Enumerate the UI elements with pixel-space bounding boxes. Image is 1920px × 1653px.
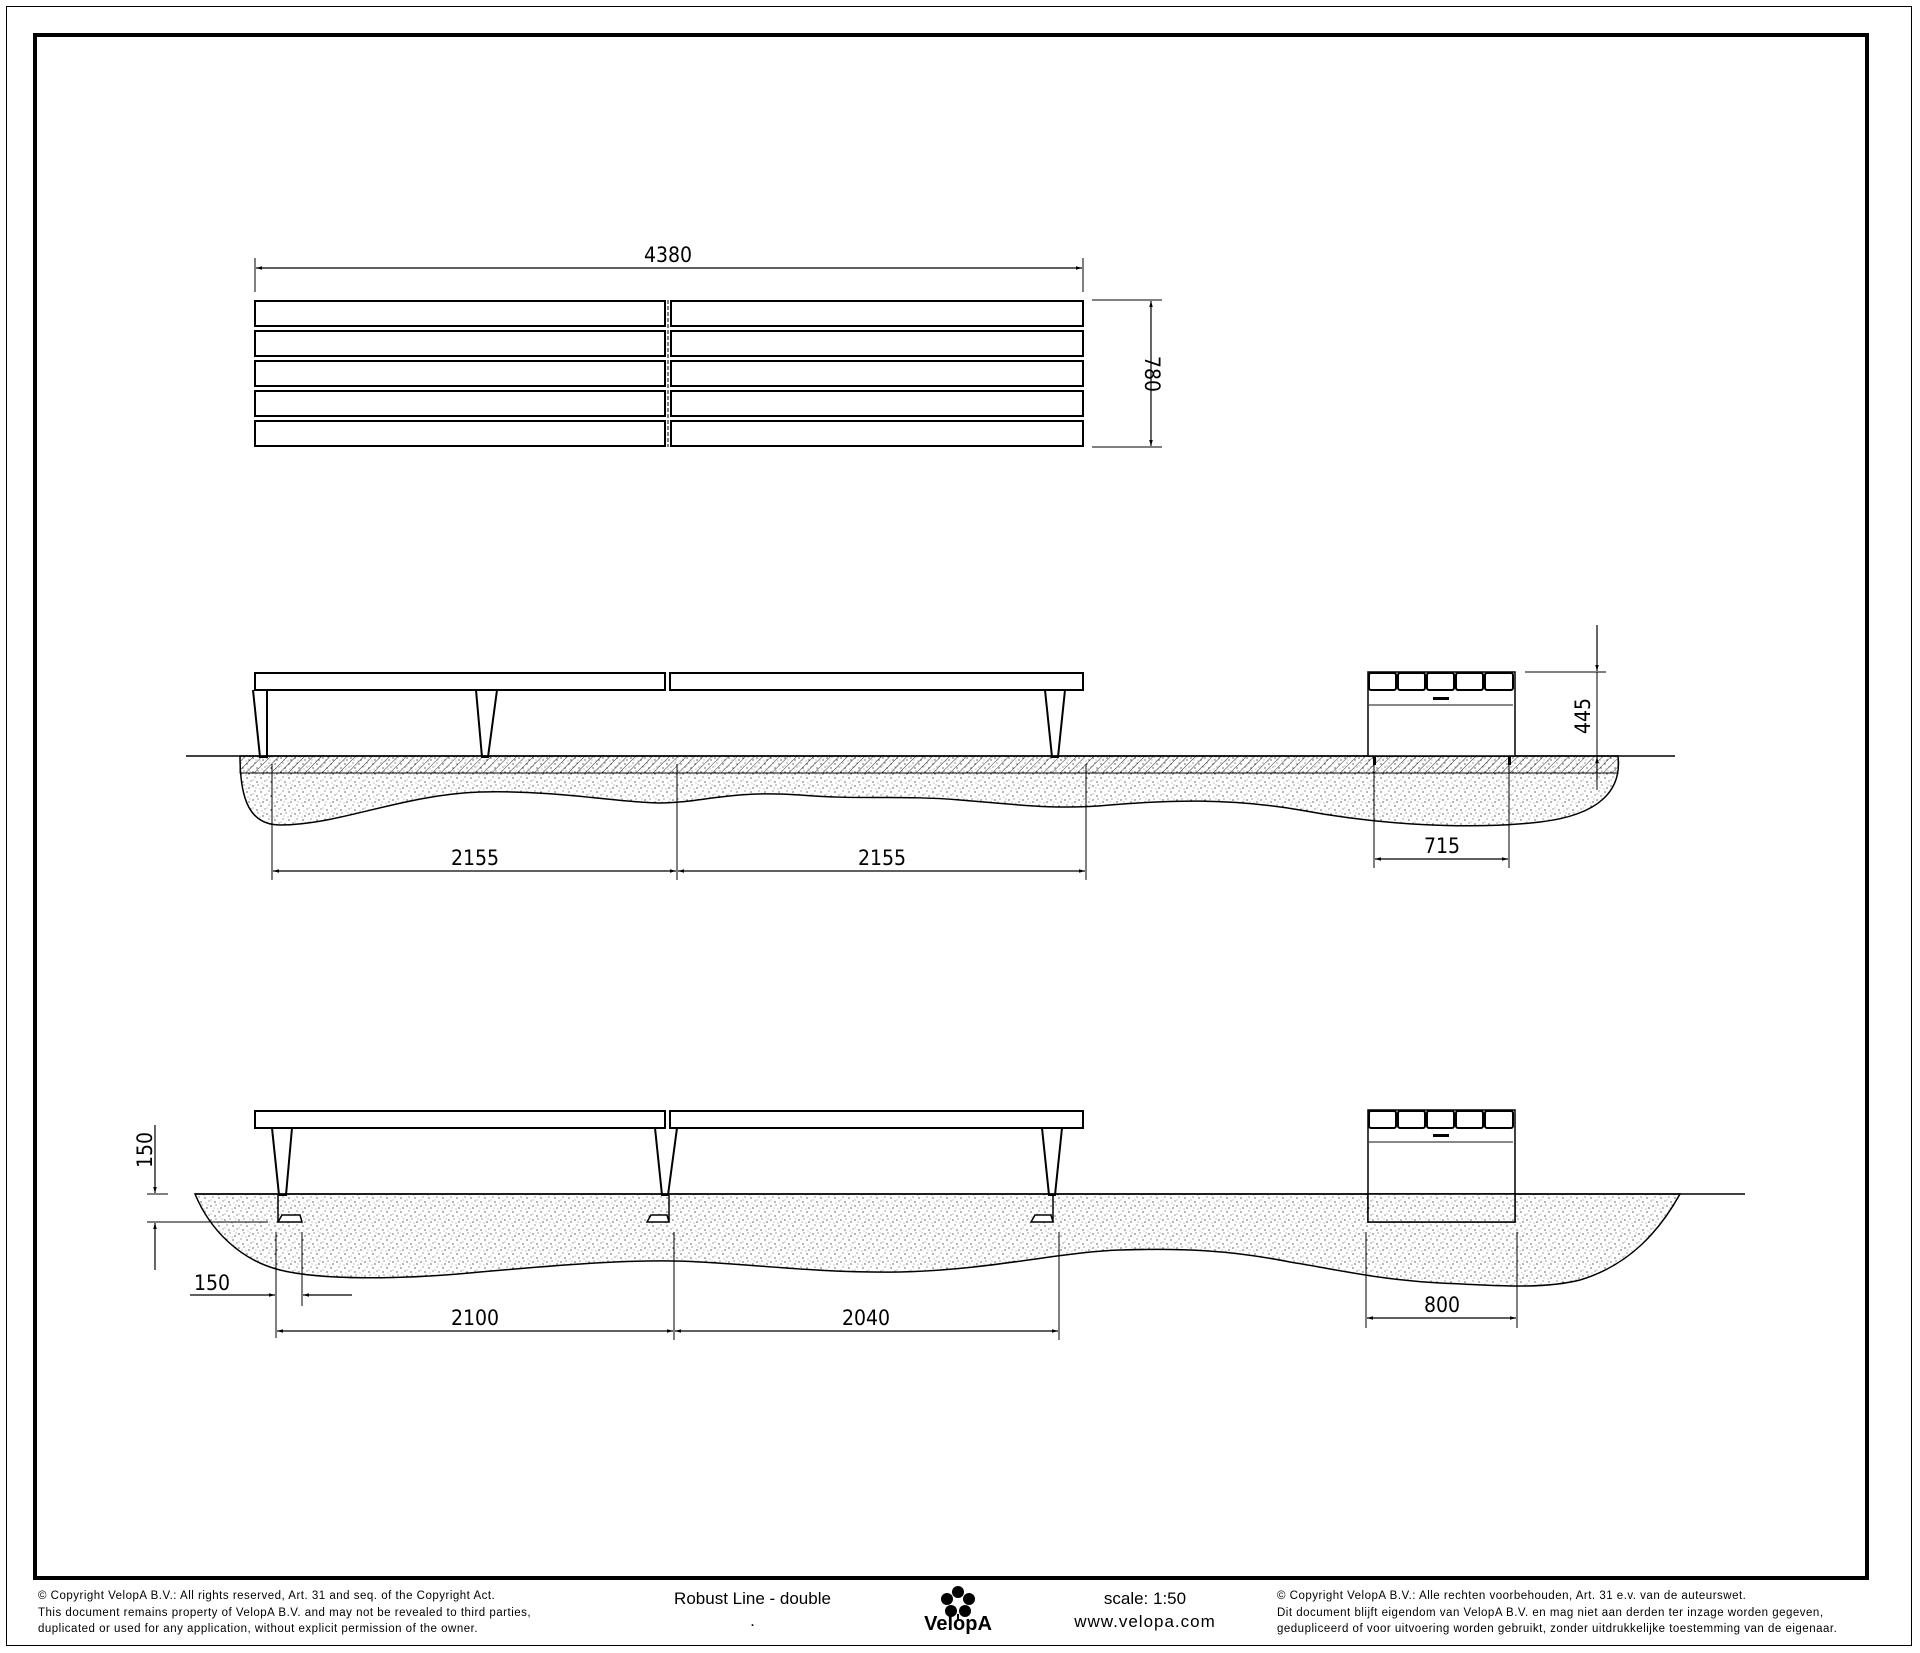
velopa-logo-text: VelopA — [924, 1613, 992, 1635]
copyright-dutch: © Copyright VelopA B.V.: Alle rechten vo… — [1277, 1588, 1837, 1638]
website-link[interactable]: www.velopa.com — [1074, 1612, 1216, 1631]
dim-span-left-embedded: 2100 — [451, 1306, 499, 1330]
dim-seat-height: 445 — [1571, 698, 1595, 734]
copyright-en-line-2: This document remains property of VelopA… — [38, 1606, 532, 1619]
dim-span-left-surface: 2155 — [451, 846, 499, 870]
side-view-embedded — [147, 1109, 1745, 1340]
copyright-en-line-3: duplicated or used for any application, … — [38, 1623, 479, 1635]
dim-end-width-surface: 715 — [1424, 834, 1460, 858]
dim-anchor-depth: 150 — [133, 1132, 157, 1168]
top-view — [254, 258, 1162, 448]
velopa-logo-icon — [941, 1586, 975, 1620]
copyright-en-line-1: © Copyright VelopA B.V.: All rights rese… — [38, 1590, 496, 1602]
side-view-surface — [186, 625, 1675, 880]
copyright-nl-line-2: Dit document blijft eigendom van VelopA … — [1277, 1606, 1824, 1619]
end-view-surface — [1367, 671, 1516, 757]
dim-anchor-offset: 150 — [194, 1271, 230, 1295]
drawing-frame — [33, 33, 1869, 1580]
sheet-border — [6, 6, 1912, 1646]
scale-block: scale: 1:50 www.velopa.com — [1040, 1589, 1250, 1632]
end-view-embedded — [1367, 1109, 1516, 1223]
dim-span-right-embedded: 2040 — [842, 1306, 890, 1330]
dim-span-right-surface: 2155 — [858, 846, 906, 870]
dim-end-width-embedded: 800 — [1424, 1293, 1460, 1317]
copyright-nl-line-1: © Copyright VelopA B.V.: Alle rechten vo… — [1277, 1590, 1747, 1602]
copyright-english: © Copyright VelopA B.V.: All rights rese… — [38, 1588, 531, 1638]
dim-overall-length: 4380 — [644, 243, 692, 267]
product-subtitle: . — [750, 1611, 755, 1630]
copyright-nl-line-3: gedupliceerd of voor uitvoering worden g… — [1277, 1623, 1838, 1635]
product-title: Robust Line - double . — [640, 1589, 865, 1631]
product-name: Robust Line - double — [674, 1589, 831, 1608]
scale-label: scale: 1:50 — [1103, 1589, 1187, 1608]
dim-overall-depth: 780 — [1140, 356, 1164, 392]
